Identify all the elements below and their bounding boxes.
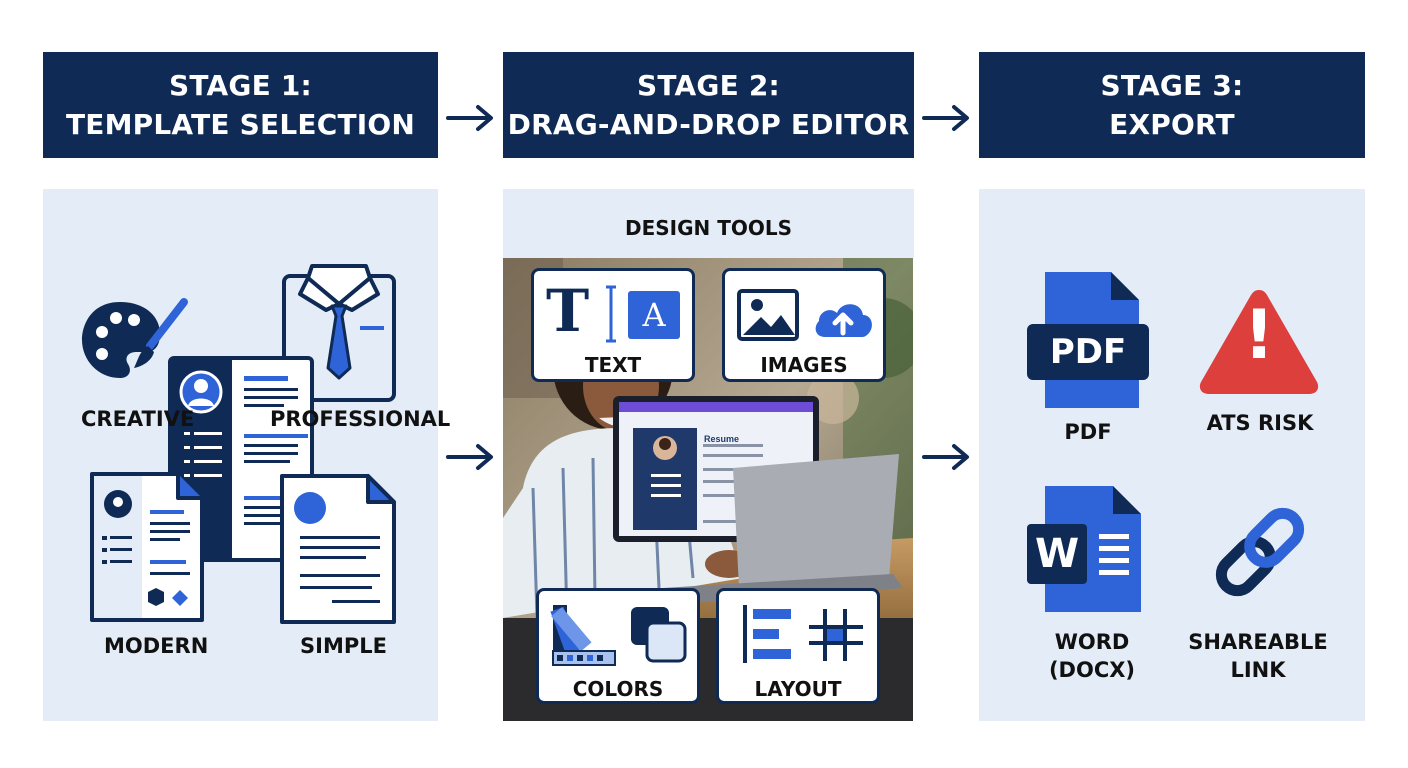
word-badge-text: W [1034,531,1080,577]
stage-2-number: STAGE 2: [637,69,780,102]
pdf-badge-text: PDF [1049,332,1127,372]
color-layers-icon [631,607,687,663]
modern-template-icon [90,472,204,622]
professional-label: PROFESSIONAL [270,407,451,431]
pdf-file-icon [1027,272,1149,408]
creative-label: CREATIVE [81,407,195,431]
stage-2-title: DRAG-AND-DROP EDITOR [507,108,910,141]
resume-document-icon [168,356,314,562]
text-tool-card[interactable]: T A TEXT [531,268,695,382]
arrow-right-icon [922,444,969,470]
word-label: WORD (DOCX) [1027,628,1157,684]
arrow-right-icon [922,105,969,131]
pdf-label: PDF [1064,420,1112,444]
shareable-link-label: SHAREABLE LINK [1180,628,1336,684]
stage-1-title: TEMPLATE SELECTION [65,108,416,141]
word-label-line1: WORD [1054,630,1130,654]
word-label-line2: (DOCX) [1048,658,1136,682]
stage-3-title: EXPORT [1109,108,1235,141]
design-tools-panel [503,189,914,258]
arrow-right-icon [446,105,493,131]
text-box-letter: A [642,296,666,334]
design-tools-heading: DESIGN TOOLS [624,216,793,240]
warning-exclamation: ! [1243,296,1275,375]
shareable-label-line2: LINK [1230,658,1286,682]
link-chain-icon [1215,507,1305,597]
simple-label: SIMPLE [300,634,387,658]
images-tool-label: IMAGES [760,353,848,377]
stage-2-header: STAGE 2: DRAG-AND-DROP EDITOR [503,52,914,158]
stage-1-header: STAGE 1: TEMPLATE SELECTION [43,52,438,158]
colors-tool-label: COLORS [572,677,664,701]
cloud-upload-icon [815,304,872,337]
stage-3-number: STAGE 3: [1100,69,1244,102]
layout-tool-card[interactable]: LAYOUT [716,588,880,704]
text-tool-label: TEXT [584,353,642,377]
layout-tool-label: LAYOUT [754,677,842,701]
images-tool-card[interactable]: IMAGES [722,268,886,382]
stage-3-header: STAGE 3: EXPORT [979,52,1365,158]
colors-tool-card[interactable]: COLORS [536,588,700,704]
stage-1-number: STAGE 1: [169,69,312,102]
warning-triangle-icon [1199,290,1319,394]
align-left-icon [743,605,791,663]
simple-template-icon [280,474,396,624]
shareable-label-line1: SHAREABLE [1188,630,1328,654]
word-file-icon [1027,486,1141,612]
text-serif-letter: T [546,277,590,345]
palette-icon [82,298,188,378]
export-panel [979,189,1365,721]
text-cursor-icon [606,285,616,343]
ats-risk-label: ATS RISK [1206,411,1314,435]
grid-layout-icon [809,609,863,661]
arrow-right-icon [446,444,493,470]
modern-label: MODERN [104,634,209,658]
image-icon [737,289,799,341]
color-swatch-icon [550,605,616,666]
text-box-icon: A [628,291,680,339]
laptop-screen-title: Resume [704,434,740,444]
